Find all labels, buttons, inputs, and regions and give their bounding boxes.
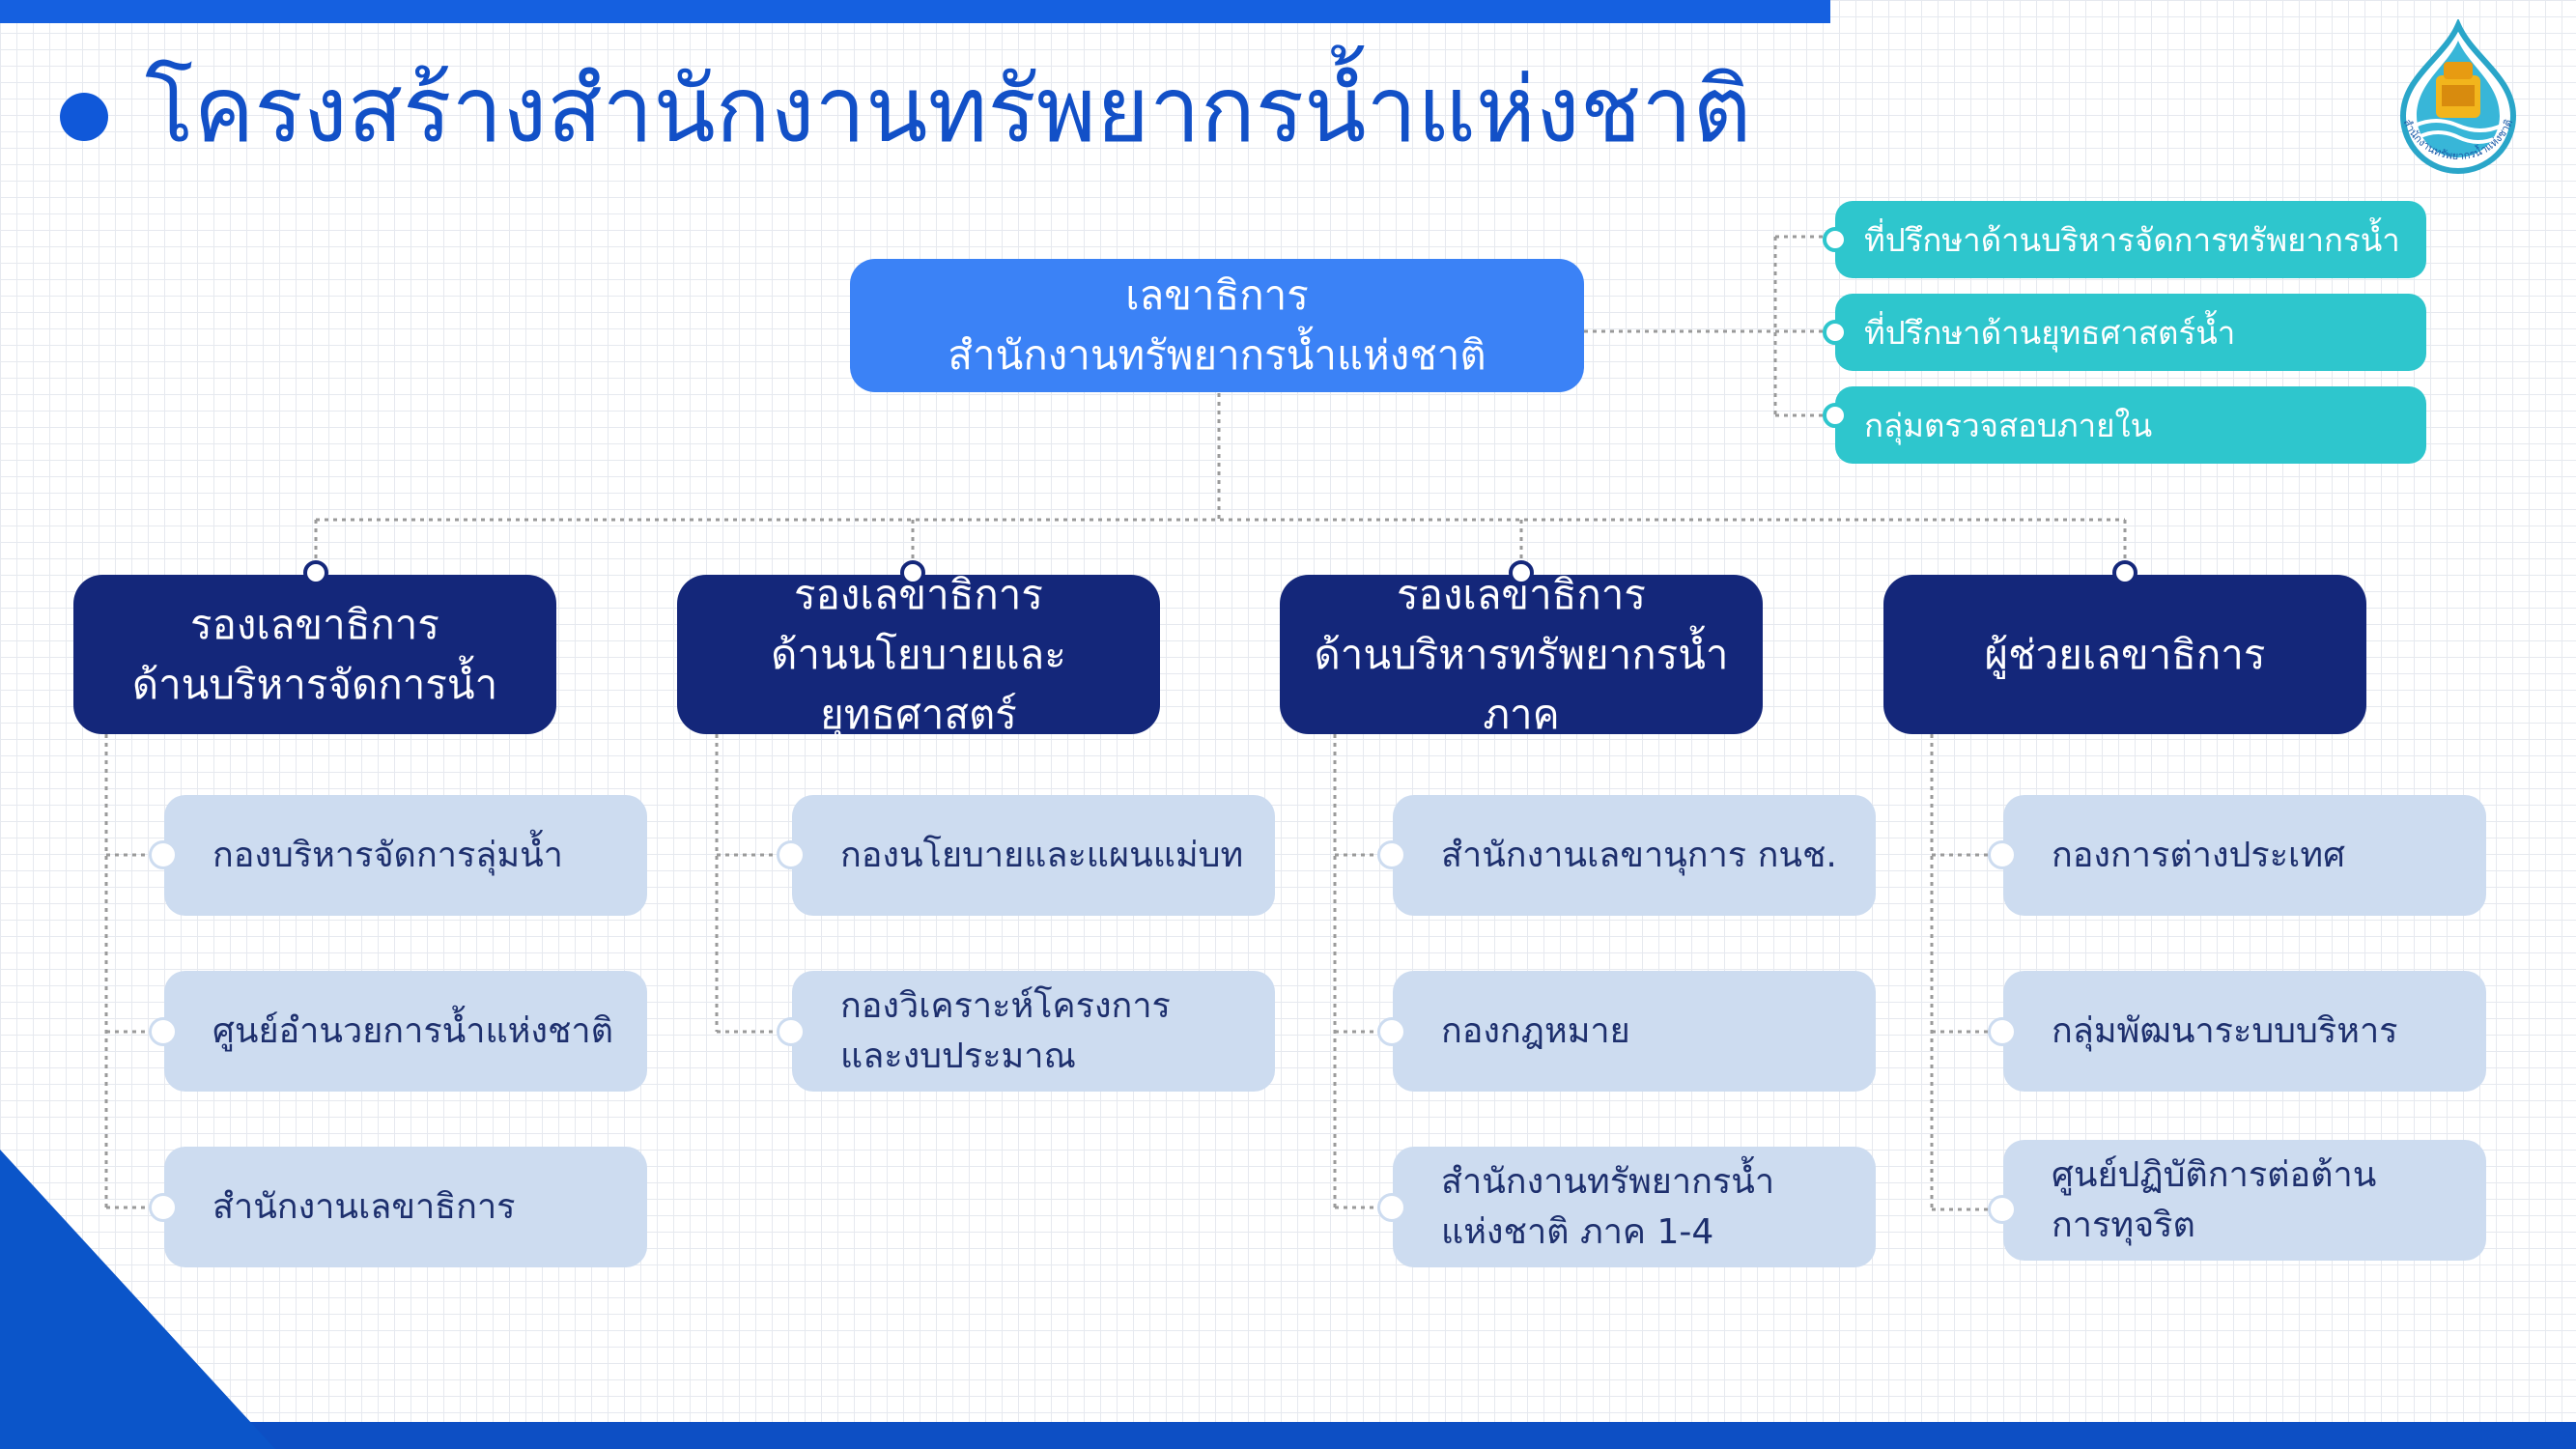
unit-connector-dot [1988, 1017, 2017, 1046]
unit-label: กองการต่างประเทศ [2052, 835, 2345, 875]
deputy-label: รองเลขาธิการ ด้านนโยบายและยุทธศาสตร์ [771, 570, 1066, 738]
unit-label: ศูนย์ปฏิบัติการต่อต้าน การทุจริต [2052, 1154, 2377, 1245]
deputy-connector-dot [2112, 560, 2137, 585]
advisor-label: กลุ่มตรวจสอบภายใน [1864, 406, 2153, 444]
secretary-general-label: เลขาธิการ สำนักงานทรัพยากรน้ำแห่งชาติ [948, 271, 1486, 379]
unit-connector-dot [149, 1017, 178, 1046]
bottom-accent-bar [0, 1422, 2576, 1449]
top-accent-bar [0, 0, 1830, 23]
unit-box: กองการต่างประเทศ [2003, 795, 2486, 916]
unit-box: กองกฎหมาย [1393, 971, 1876, 1092]
secretary-general-box: เลขาธิการ สำนักงานทรัพยากรน้ำแห่งชาติ [850, 259, 1584, 392]
unit-connector-dot [777, 840, 806, 869]
unit-connector-dot [1988, 1195, 2017, 1224]
onwr-logo: สำนักงานทรัพยากรน้ำแห่งชาติ [2399, 19, 2517, 174]
unit-box: ศูนย์อำนวยการน้ำแห่งชาติ [164, 971, 647, 1092]
unit-connector-dot [149, 1193, 178, 1222]
unit-connector-dot [149, 840, 178, 869]
deputy-connector-dot [1509, 560, 1534, 585]
advisor-box-internal-audit: กลุ่มตรวจสอบภายใน [1835, 386, 2426, 464]
advisor-label: ที่ปรึกษาด้านยุทธศาสตร์น้ำ [1864, 313, 2236, 352]
unit-label: ศูนย์อำนวยการน้ำแห่งชาติ [212, 1010, 614, 1051]
unit-label: กลุ่มพัฒนาระบบบริหาร [2052, 1010, 2398, 1051]
deputy-box-water-management: รองเลขาธิการ ด้านบริหารจัดการน้ำ [73, 575, 556, 734]
deputy-label: รองเลขาธิการ ด้านบริหารทรัพยากรน้ำภาค [1314, 570, 1729, 738]
advisor-label: ที่ปรึกษาด้านบริหารจัดการทรัพยากรน้ำ [1864, 220, 2400, 259]
deputy-connector-dot [303, 560, 328, 585]
unit-box: สำนักงานทรัพยากรน้ำ แห่งชาติ ภาค 1-4 [1393, 1147, 1876, 1267]
advisor-box-water-strategy: ที่ปรึกษาด้านยุทธศาสตร์น้ำ [1835, 294, 2426, 371]
advisor-connector-dot [1823, 320, 1848, 345]
advisor-connector-dot [1823, 227, 1848, 252]
unit-box: กองวิเคราะห์โครงการ และงบประมาณ [792, 971, 1275, 1092]
deputy-box-regional-water: รองเลขาธิการ ด้านบริหารทรัพยากรน้ำภาค [1280, 571, 1763, 738]
deputy-connector-dot [900, 560, 925, 585]
unit-box: ศูนย์ปฏิบัติการต่อต้าน การทุจริต [2003, 1140, 2486, 1261]
unit-label: กองกฎหมาย [1441, 1010, 1630, 1051]
unit-label: กองวิเคราะห์โครงการ และงบประมาณ [840, 985, 1171, 1076]
unit-box: กองบริหารจัดการลุ่มน้ำ [164, 795, 647, 916]
title-bullet [60, 93, 108, 141]
unit-connector-dot [1377, 1193, 1406, 1222]
advisor-connector-dot [1823, 403, 1848, 428]
deputy-label: รองเลขาธิการ ด้านบริหารจัดการน้ำ [131, 600, 498, 708]
unit-connector-dot [777, 1017, 806, 1046]
unit-connector-dot [1988, 840, 2017, 869]
assistant-secretary-box: ผู้ช่วยเลขาธิการ [1883, 575, 2366, 734]
unit-label: กองนโยบายและแผนแม่บท [840, 835, 1244, 875]
unit-connector-dot [1377, 1017, 1406, 1046]
page-title: โครงสร้างสำนักงานทรัพยากรน้ำแห่งชาติ [145, 58, 1752, 163]
unit-box: สำนักงานเลขาธิการ [164, 1147, 647, 1267]
unit-label: สำนักงานเลขาธิการ [212, 1186, 516, 1227]
unit-box: กลุ่มพัฒนาระบบบริหาร [2003, 971, 2486, 1092]
deputy-box-policy-strategy: รองเลขาธิการ ด้านนโยบายและยุทธศาสตร์ [677, 571, 1160, 738]
unit-label: สำนักงานเลขานุการ กนช. [1441, 835, 1837, 875]
unit-connector-dot [1377, 840, 1406, 869]
unit-label: กองบริหารจัดการลุ่มน้ำ [212, 835, 563, 875]
unit-label: สำนักงานทรัพยากรน้ำ แห่งชาติ ภาค 1-4 [1441, 1161, 1775, 1252]
unit-box: กองนโยบายและแผนแม่บท [792, 795, 1275, 916]
deputy-label: ผู้ช่วยเลขาธิการ [1984, 630, 2266, 678]
unit-box: สำนักงานเลขานุการ กนช. [1393, 795, 1876, 916]
advisor-box-water-management: ที่ปรึกษาด้านบริหารจัดการทรัพยากรน้ำ [1835, 201, 2426, 278]
